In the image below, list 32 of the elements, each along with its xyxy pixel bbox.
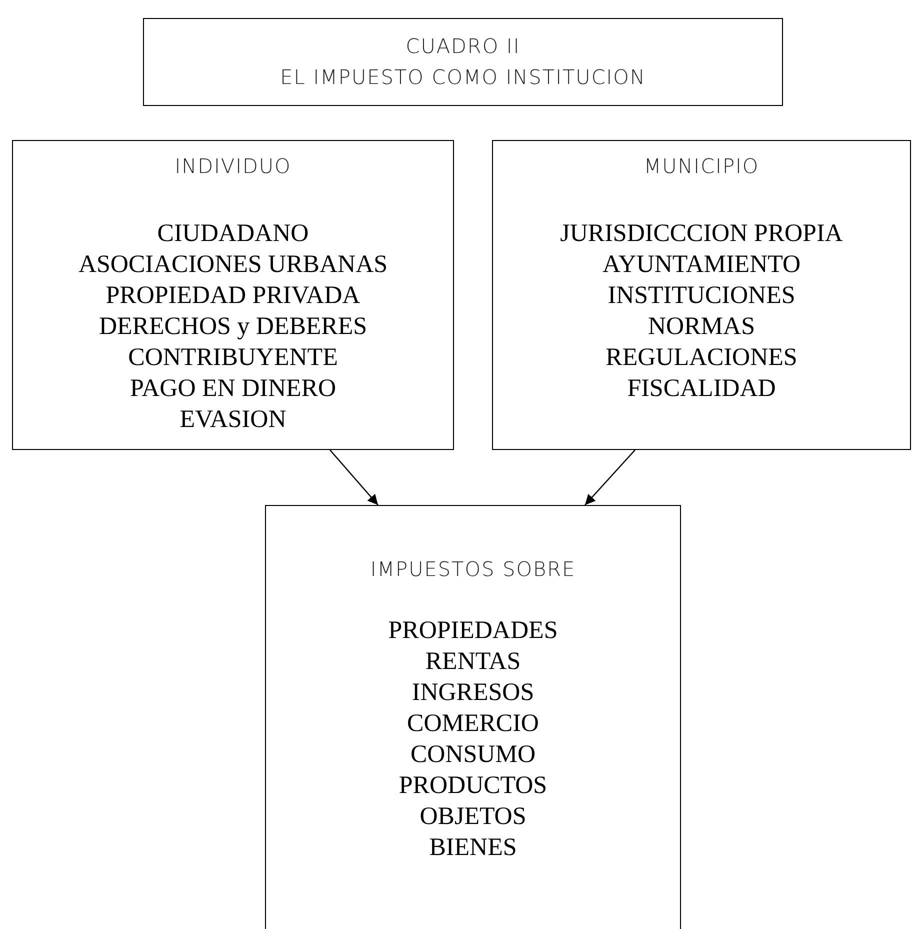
list-item: COMERCIO xyxy=(406,709,540,739)
arrow xyxy=(584,450,636,506)
text-box xyxy=(265,505,681,929)
list-item: OBJETOS xyxy=(418,802,528,832)
list-item: INSTITUCIONES xyxy=(606,281,796,311)
list-item: DERECHOS y DEBERES xyxy=(98,312,368,342)
heading: IMPUESTOS SOBRE xyxy=(369,556,577,583)
heading: INDIVIDUO xyxy=(174,153,292,180)
list-item: PROPIEDADES xyxy=(387,616,559,646)
heading: EL IMPUESTO COMO INSTITUCION xyxy=(279,64,647,91)
list-item: BIENES xyxy=(428,833,518,863)
list-item: AYUNTAMIENTO xyxy=(602,250,802,280)
heading: MUNICIPIO xyxy=(642,153,760,180)
list-item: CONSUMO xyxy=(409,740,537,770)
arrow xyxy=(330,450,378,506)
heading: CUADRO II xyxy=(404,33,522,60)
list-item: EVASION xyxy=(178,405,288,435)
list-item: FISCALIDAD xyxy=(626,374,777,404)
list-item: PROPIEDAD PRIVADA xyxy=(104,281,362,311)
list-item: PRODUCTOS xyxy=(398,771,548,801)
list-item: PAGO EN DINERO xyxy=(128,374,338,404)
text-box xyxy=(12,140,454,450)
text-box xyxy=(492,140,911,450)
list-item: INGRESOS xyxy=(410,678,536,708)
list-item: ASOCIACIONES URBANAS xyxy=(77,250,389,280)
list-item: CONTRIBUYENTE xyxy=(127,343,339,373)
list-item: NORMAS xyxy=(647,312,756,342)
text-box xyxy=(143,18,783,106)
list-item: REGULACIONES xyxy=(604,343,798,373)
list-item: JURISDICCCION PROPIA xyxy=(559,219,844,249)
list-item: CIUDADANO xyxy=(156,219,310,249)
list-item: RENTAS xyxy=(424,647,522,677)
